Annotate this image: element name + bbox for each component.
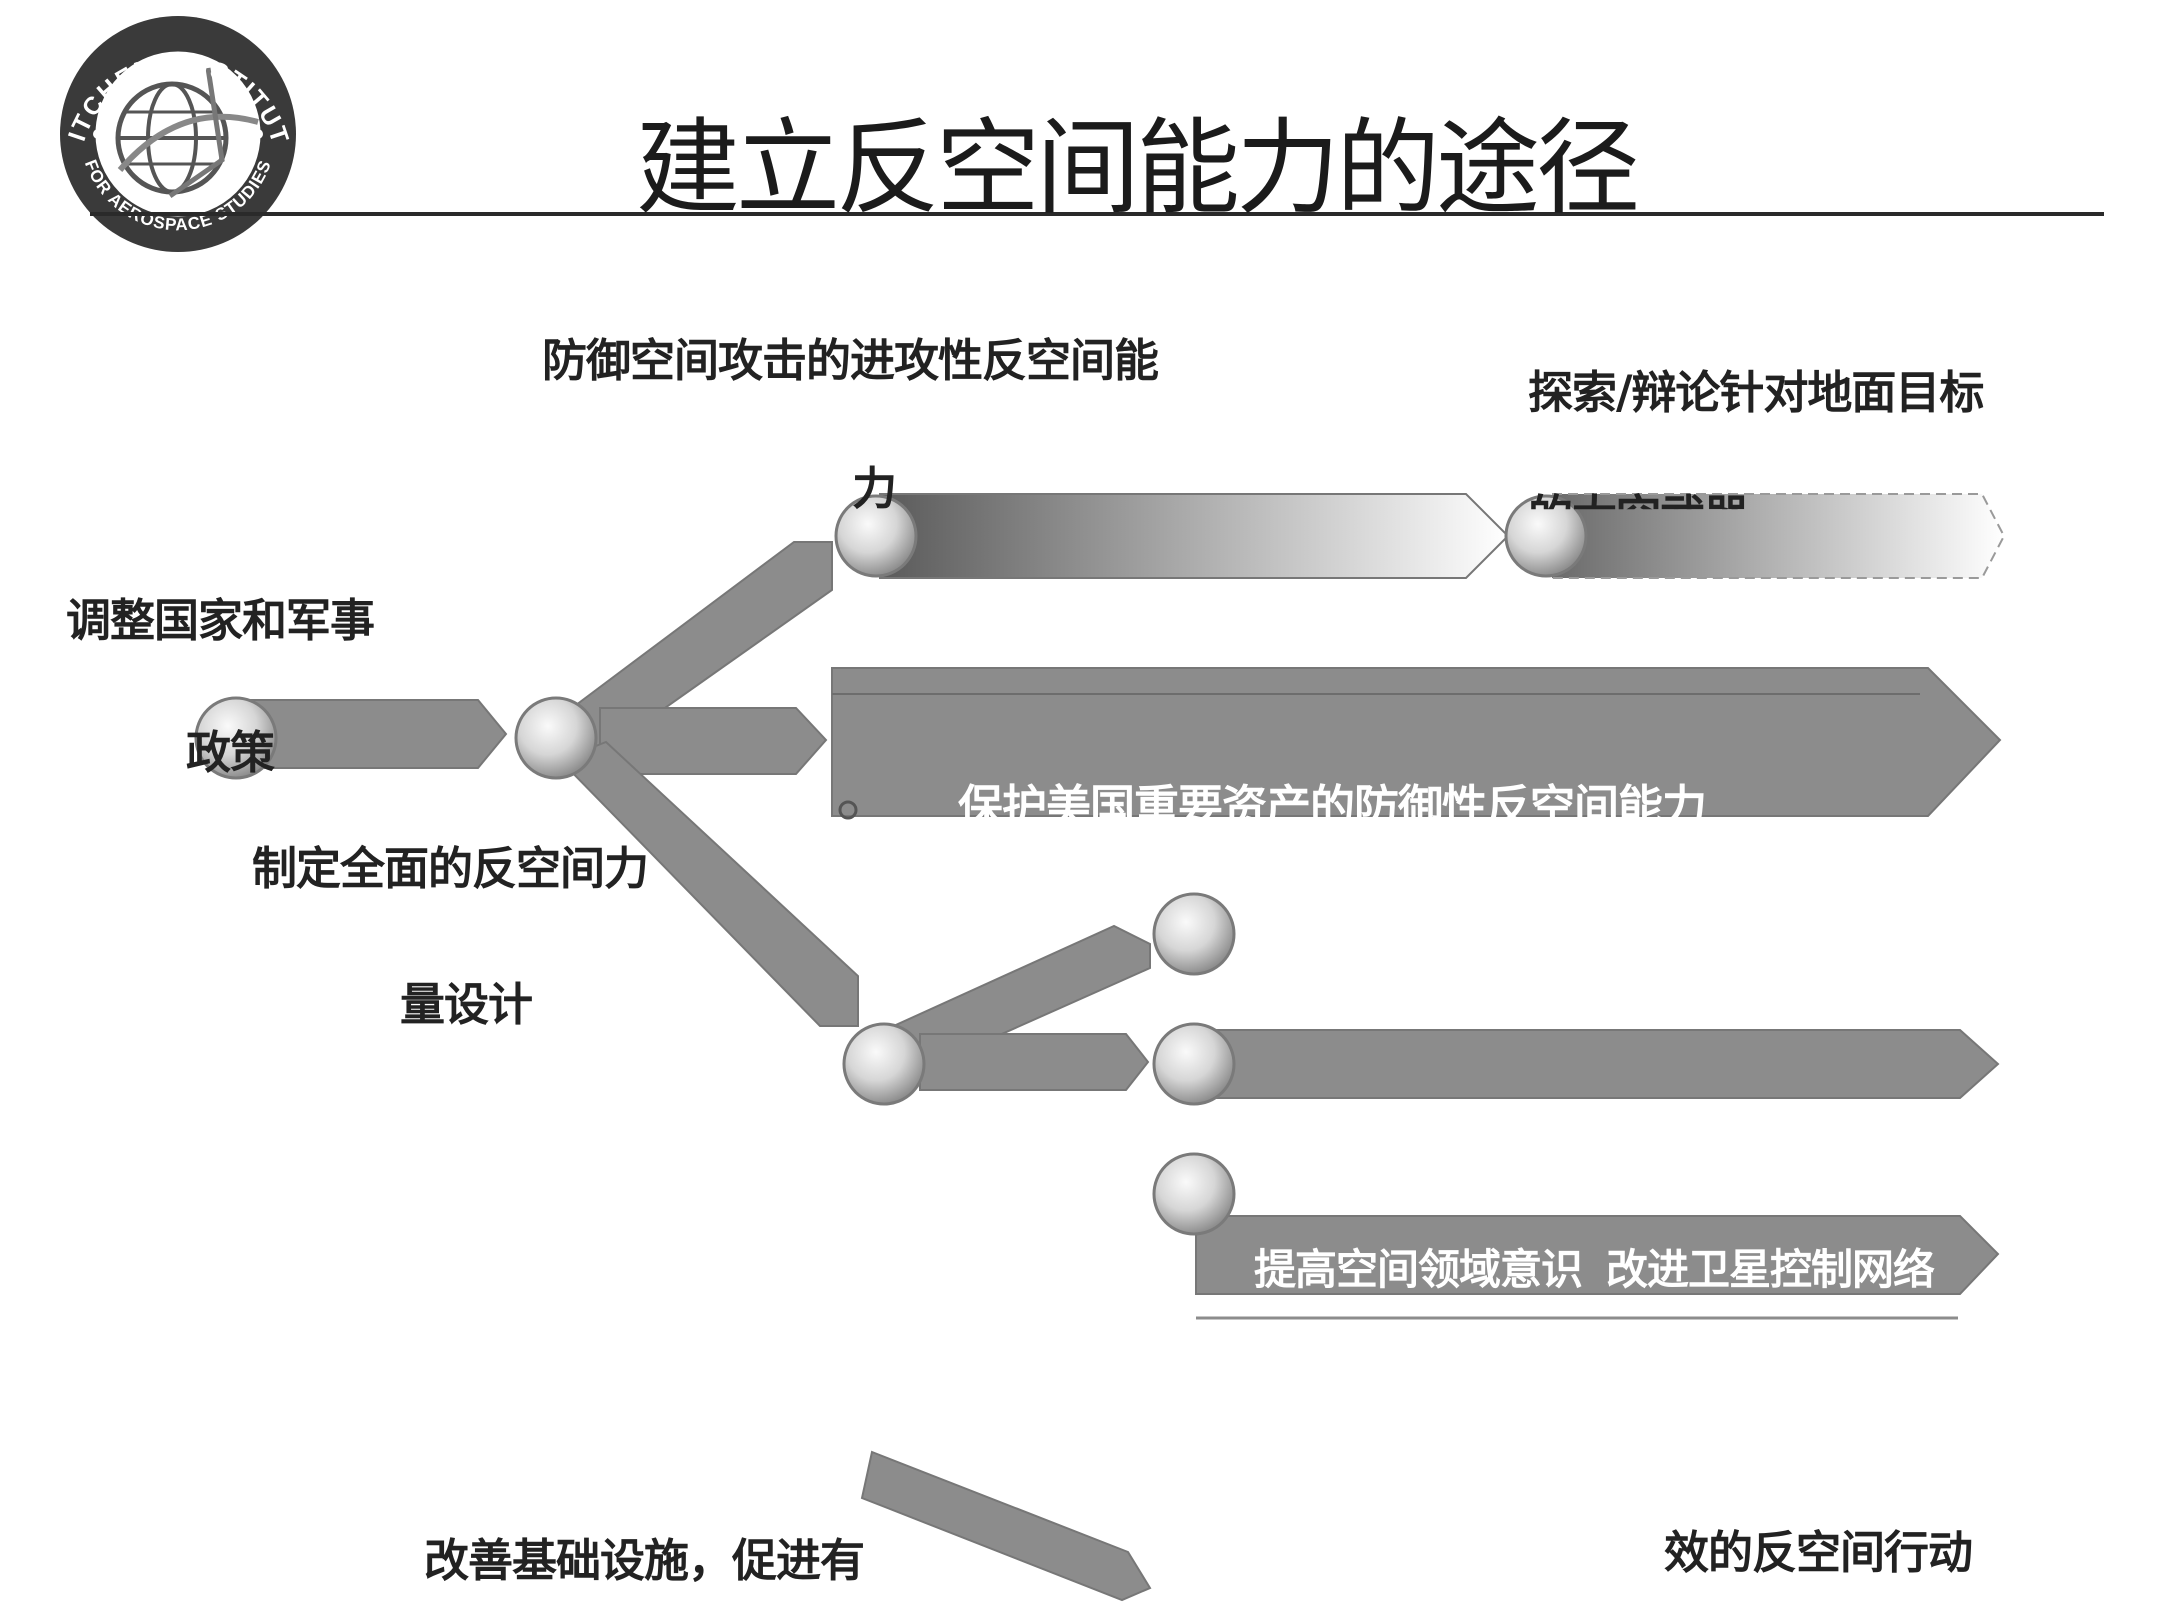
node-label-offensive-1: 防御空间攻击的进攻性反空间能: [542, 334, 1159, 387]
node-sphere-upper: [1152, 892, 1236, 976]
arrow-to-satellite: [919, 1033, 1150, 1091]
node-label-adjust-2: 政策: [186, 726, 275, 779]
node-label-defensive: 保护美国重要资产的防御性反空间能力: [958, 780, 1707, 833]
node-label-infra-1: 改善基础设施，促进有: [424, 1534, 865, 1587]
arrow-awareness: [1195, 1215, 2000, 1295]
arrow-branch-down: [558, 740, 859, 1027]
node-label-design-2: 量设计: [400, 978, 533, 1031]
node-sphere-design: [514, 696, 598, 780]
node-sphere-awareness: [1152, 1152, 1236, 1236]
arrow-branch-mid: [599, 707, 828, 775]
arrow-offensive: [879, 493, 1510, 579]
node-label-infra-2: 效的反空间行动: [1664, 1526, 1973, 1579]
node-sphere-offensive: [834, 494, 918, 578]
node-label-ground-2: 的太空武器: [1528, 480, 1748, 509]
arrow-infrastructure: [860, 1450, 1152, 1602]
node-label-adjust-1: 调整国家和军事: [66, 594, 375, 647]
node-label-offensive-2: 力: [852, 462, 897, 515]
node-label-ground-1: 探索/辩论针对地面目标: [1528, 366, 1984, 419]
arrow-defensive: [831, 667, 2002, 817]
node-label-design-1: 制定全面的反空间力: [252, 842, 649, 895]
node-sphere-ground: [1504, 494, 1588, 578]
arrow-long-satellite: [1195, 1029, 2000, 1099]
node-label-satellite: 改进卫星控制网络: [1606, 1245, 1935, 1294]
node-label-awareness: 提高空间领域意识: [1254, 1245, 1583, 1294]
page-title: 建立反空间能力的途径: [636, 107, 1640, 229]
globe-icon: [115, 67, 259, 199]
star-icon: [253, 129, 263, 139]
defensive-marker: [838, 800, 858, 820]
node-sphere-satellite: [1152, 1022, 1236, 1106]
node-sphere-policy: [194, 696, 278, 780]
node-sphere-infrastructure: [842, 1022, 926, 1106]
star-icon: [93, 129, 103, 139]
